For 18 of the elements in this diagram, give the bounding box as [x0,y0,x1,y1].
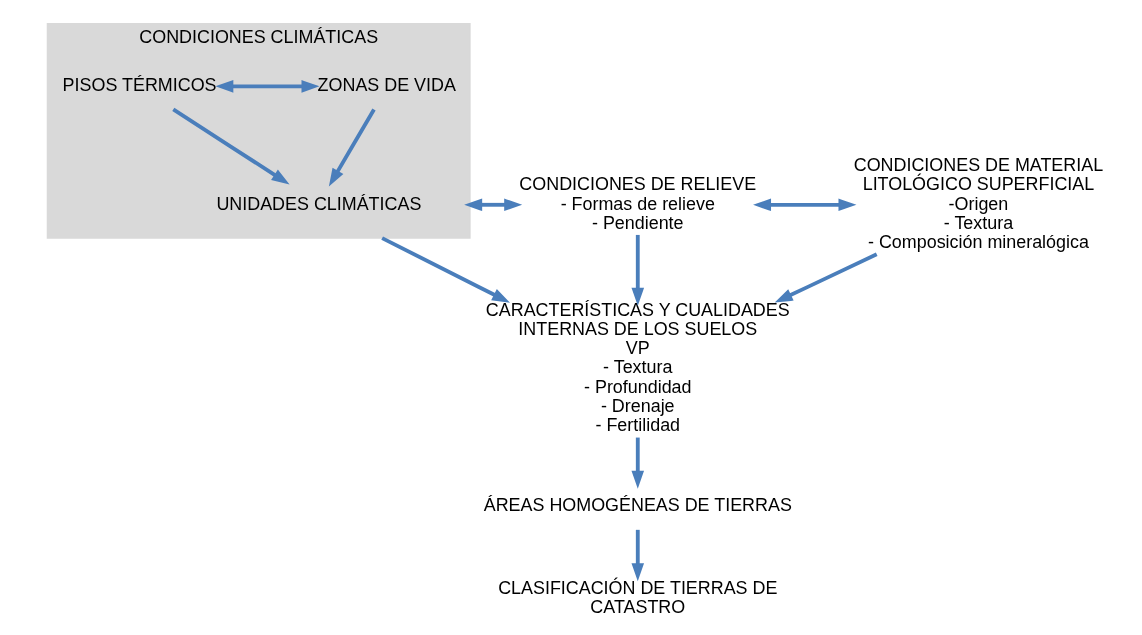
arrow [328,108,376,187]
node-text: CLASIFICACIÓN DE TIERRAS DE CATASTRO [497,577,777,617]
arrow [214,80,319,93]
node-text: ZONAS DE VIDA [317,75,456,96]
node-text: PISOS TÉRMICOS [62,75,217,96]
node-text: CONDICIONES DE RELIEVE - Formas de relieve - Pendiente [518,174,756,233]
arrow [380,236,510,303]
arrow [463,198,522,212]
node-text: CONDICIONES DE MATERIAL LITOLÓGICO SUPERFICIAL -Origen - Textura - Composición mineralógica [853,155,1103,252]
node-text: CARACTERÍSTICAS Y CUALIDADES INTERNAS DE LOS SUELOS VP - Textura - Profundidad - Drenaje - Fertilidad [485,299,790,436]
arrow [631,529,644,582]
node-text: ÁREAS HOMOGÉNEAS DE TIERRAS [483,495,792,516]
node-text: UNIDADES CLIMÁTICAS [215,193,421,214]
arrow [171,107,290,185]
arrow [631,234,644,306]
arrow [774,252,877,303]
arrow [752,198,856,212]
arrow [631,437,644,489]
